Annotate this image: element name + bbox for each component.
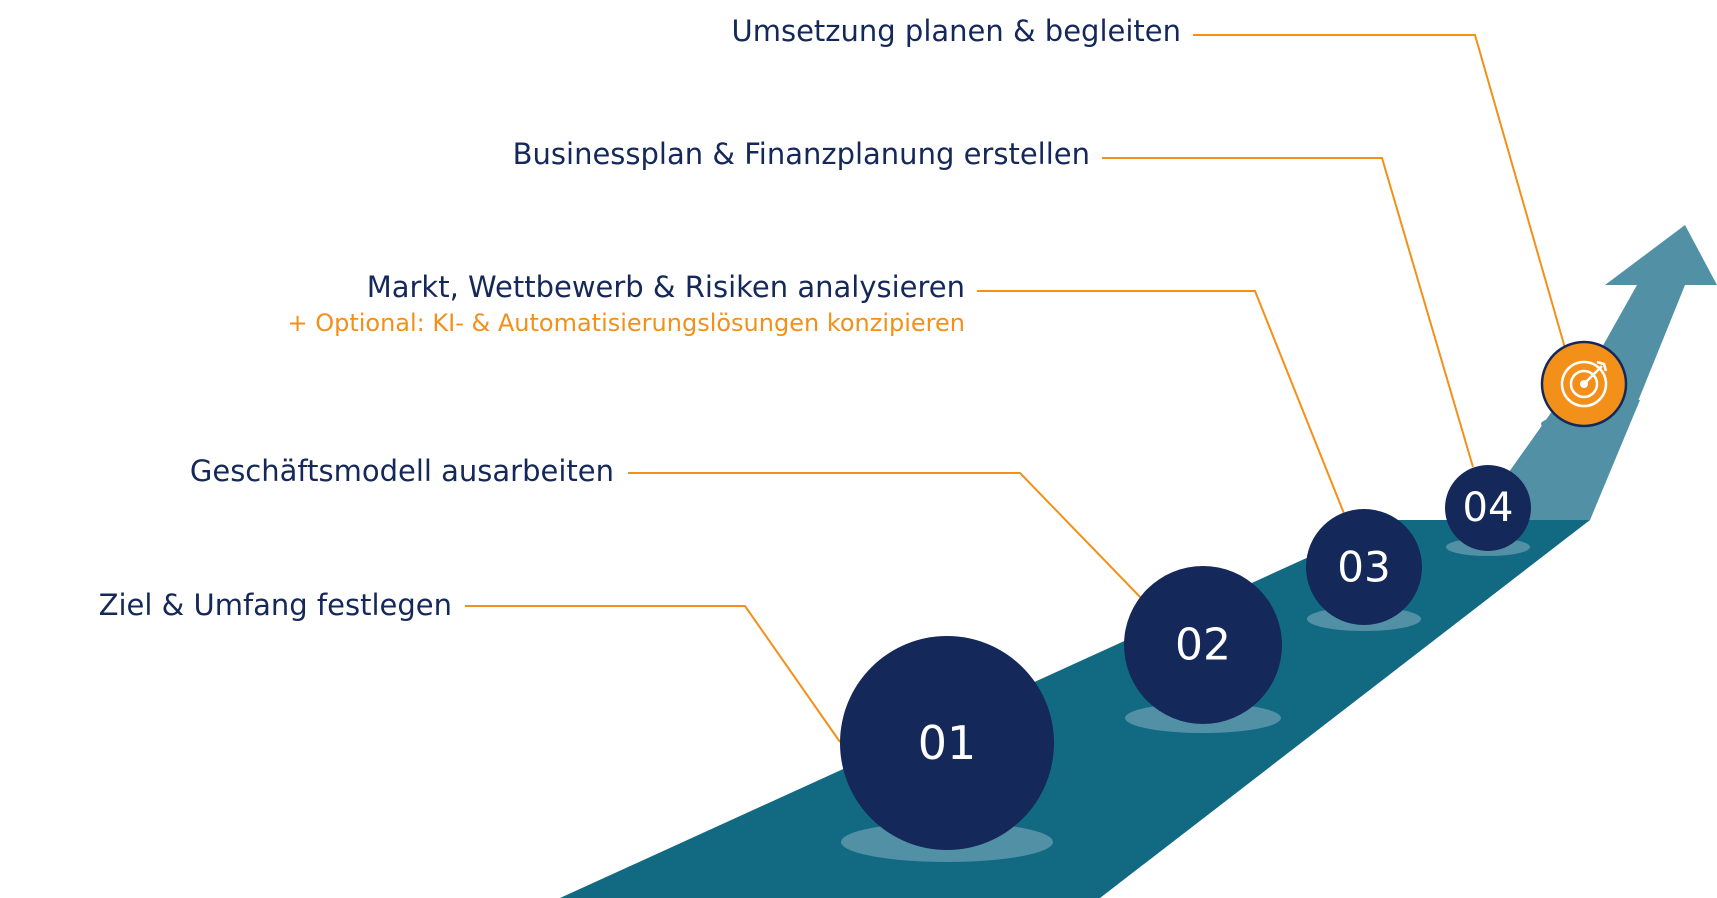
step-1-circle: 01: [840, 636, 1054, 850]
step-2-number: 02: [1175, 620, 1231, 671]
leader-line-step-3: [977, 290, 1346, 517]
step-4-number: 04: [1463, 485, 1514, 531]
step-4-label: Businessplan & Finanzplanung erstellen: [512, 137, 1090, 171]
step-3-label: Markt, Wettbewerb & Risiken analysieren: [366, 270, 965, 304]
step-2-circle: 02: [1124, 566, 1282, 724]
step-5-label: Umsetzung planen & begleiten: [731, 14, 1182, 48]
step-2-label: Geschäftsmodell ausarbeiten: [189, 454, 614, 488]
step-3-number: 03: [1337, 543, 1390, 592]
leader-line-step-1: [465, 605, 841, 743]
road-lower-segment: [560, 520, 1590, 898]
leader-line-step-4: [1102, 157, 1474, 468]
target-icon: [1540, 340, 1628, 428]
step-3-circle: 03: [1306, 509, 1422, 625]
step-1-label: Ziel & Umfang festlegen: [98, 588, 452, 622]
step-3-sublabel: + Optional: KI- & Automatisierungslösung…: [287, 309, 965, 337]
leader-line-step-2: [628, 472, 1144, 601]
step-1-number: 01: [918, 716, 977, 770]
step-4-circle: 04: [1445, 465, 1531, 551]
leader-line-step-5: [1193, 34, 1566, 349]
